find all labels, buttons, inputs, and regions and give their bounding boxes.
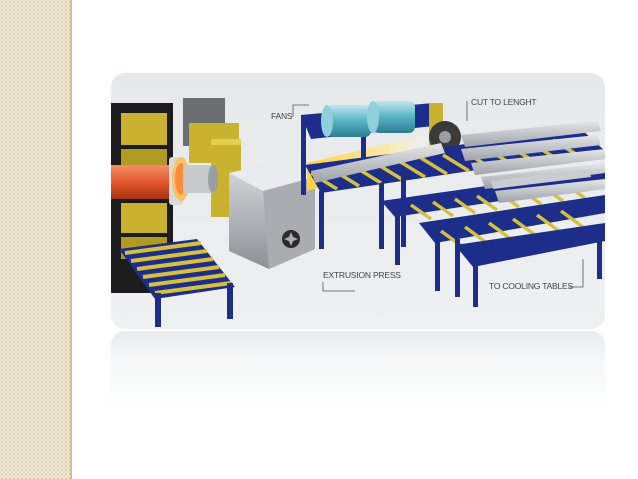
fan-units (321, 101, 415, 137)
label-fans: FANS (271, 111, 293, 121)
extruded-profile (311, 143, 445, 183)
extrusion-line-illustration: FANS CUT TO LENGHT EXTRUSION PRESS TO CO… (111, 73, 605, 329)
cooling-table-lower (419, 195, 605, 297)
label-to-cooling-tables: TO COOLING TABLES (489, 281, 574, 291)
label-cut-to-length: CUT TO LENGHT (471, 97, 536, 107)
side-divider (70, 0, 72, 479)
hot-billet (111, 157, 218, 205)
cooling-table-front (455, 223, 605, 307)
entry-roller-table (119, 239, 235, 327)
side-texture-strip (0, 0, 70, 479)
callout-lines (292, 101, 584, 292)
card-reflection (111, 331, 605, 411)
cooled-profiles (461, 121, 605, 203)
press-container (229, 161, 315, 269)
label-extrusion-press: EXTRUSION PRESS (323, 270, 401, 280)
extrusion-diagram-svg: FANS CUT TO LENGHT EXTRUSION PRESS TO CO… (111, 97, 605, 327)
